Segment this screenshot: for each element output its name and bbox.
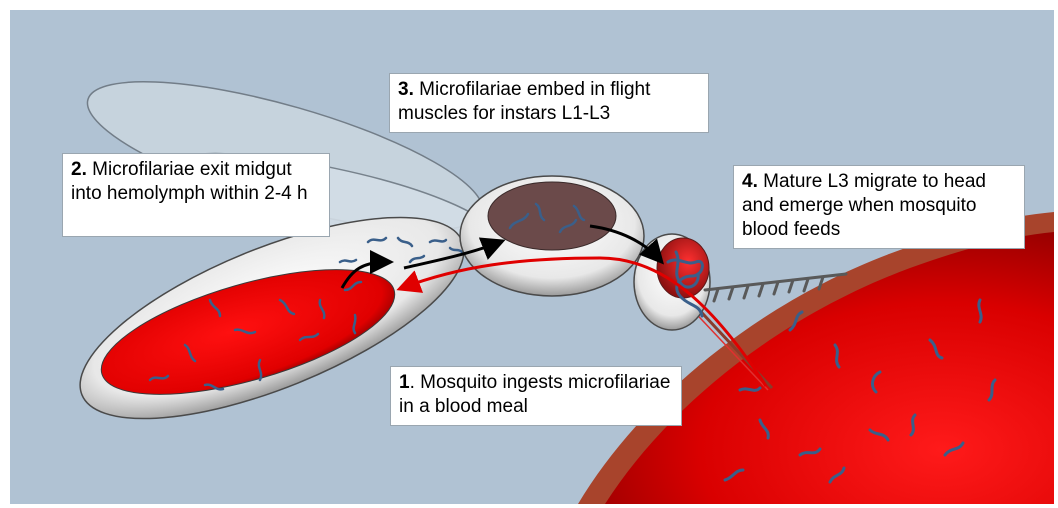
step-4-number: 4. bbox=[742, 171, 758, 192]
step-2-text: Microfilariae exit midgut into hemolymph… bbox=[71, 159, 308, 204]
mosquito-thorax bbox=[460, 176, 644, 296]
step-2-callout: 2. Microfilariae exit midgut into hemoly… bbox=[62, 153, 330, 237]
step-1-text: Mosquito ingests microfilariae in a bloo… bbox=[399, 372, 670, 417]
step-1-number-suffix: . bbox=[410, 372, 415, 393]
step-3-text: Microfilariae embed in flight muscles fo… bbox=[398, 79, 650, 124]
step-2-number: 2. bbox=[71, 159, 87, 180]
step-4-callout: 4. Mature L3 migrate to head and emerge … bbox=[733, 165, 1025, 249]
step-3-number: 3. bbox=[398, 79, 414, 100]
step-1-callout: 1. Mosquito ingests microfilariae in a b… bbox=[390, 366, 682, 426]
step-3-callout: 3. Microfilariae embed in flight muscles… bbox=[389, 73, 709, 133]
step-4-text: Mature L3 migrate to head and emerge whe… bbox=[742, 171, 986, 240]
step-1-number: 1 bbox=[399, 372, 410, 393]
